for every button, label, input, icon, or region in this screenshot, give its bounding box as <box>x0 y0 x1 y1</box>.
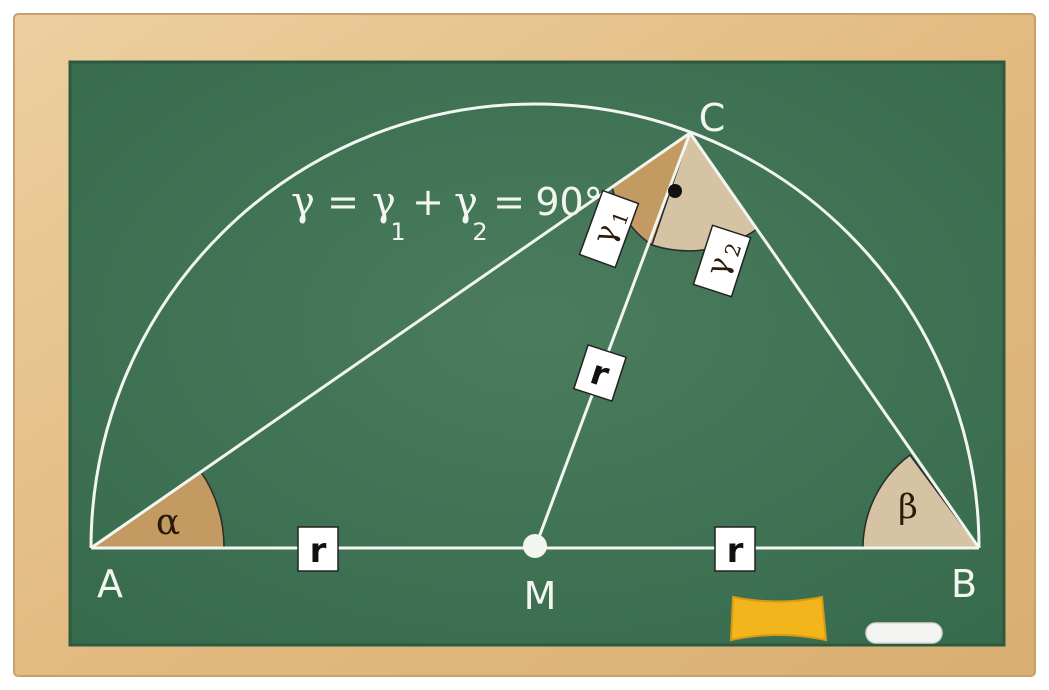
svg-text:=: = <box>327 180 359 224</box>
svg-text:+: + <box>412 180 444 224</box>
svg-text:r: r <box>310 531 327 571</box>
svg-text:r: r <box>727 531 744 571</box>
radius-label-mc: r <box>572 344 628 402</box>
angle-alpha-wedge <box>88 470 225 549</box>
svg-text:2: 2 <box>472 218 487 246</box>
gamma1-tag: γ 1 <box>578 189 640 269</box>
chalk-piece[interactable] <box>865 622 943 644</box>
svg-text:90°: 90° <box>535 180 602 224</box>
board-inner-shadow <box>68 60 1006 647</box>
vertex-label-a: A <box>97 562 123 606</box>
angle-beta-wedge <box>862 453 981 549</box>
svg-text:1: 1 <box>390 218 405 246</box>
svg-text:γ: γ <box>291 179 315 225</box>
semicircle-arc <box>89 102 981 549</box>
radius-label-right: r <box>714 526 756 572</box>
formula: γ = γ 1 + γ 2 = 90° <box>291 179 603 246</box>
gamma2-tag: γ 2 <box>692 224 752 298</box>
radius-label-left: r <box>297 526 339 572</box>
vertex-label-m: M <box>524 574 557 618</box>
svg-text:=: = <box>493 180 525 224</box>
radius-mc <box>533 132 692 549</box>
vertex-label-b: B <box>951 562 977 606</box>
angle-alpha-label: α <box>156 502 180 543</box>
vertex-label-c: C <box>699 96 726 140</box>
side-bc <box>688 132 981 549</box>
side-ac <box>90 131 691 550</box>
svg-text:γ: γ <box>454 179 478 225</box>
sponge-eraser[interactable] <box>729 595 828 642</box>
center-point-m <box>523 534 547 558</box>
right-angle-dot <box>668 184 682 198</box>
svg-text:γ: γ <box>372 179 396 225</box>
angle-beta-label: β <box>898 487 918 527</box>
